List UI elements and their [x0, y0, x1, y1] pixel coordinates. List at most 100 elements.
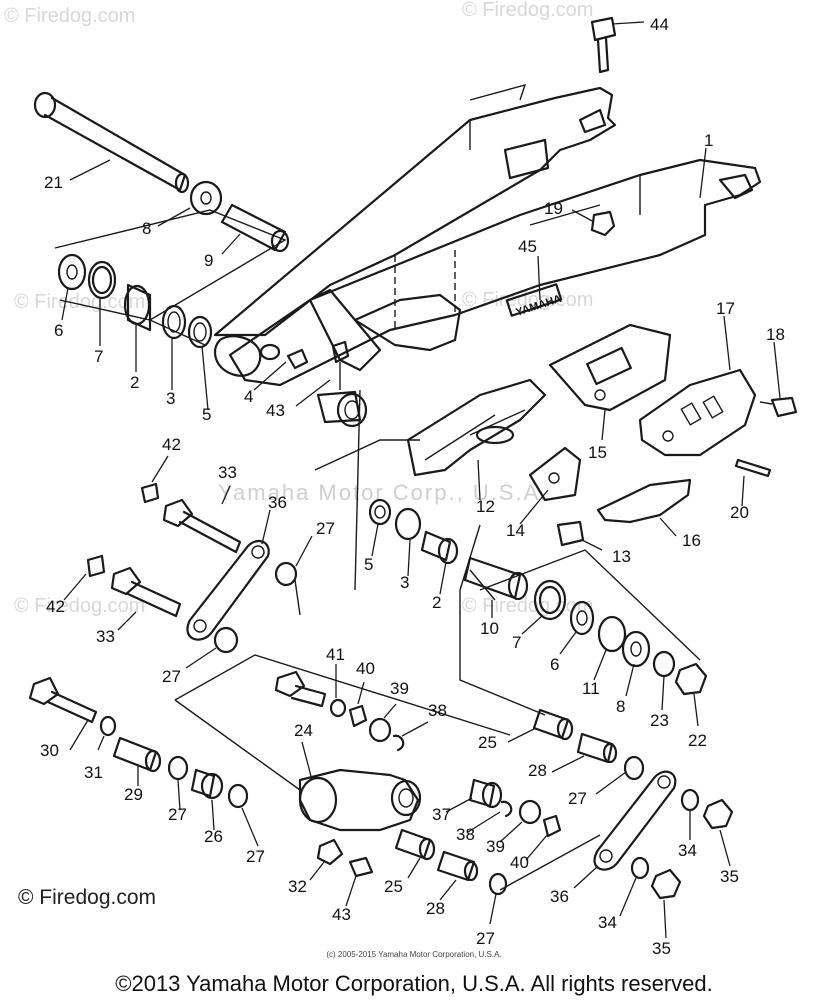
- callout-15: 15: [588, 443, 607, 462]
- callout-43: 43: [266, 401, 285, 420]
- collar-28-lower: [436, 850, 479, 882]
- callout-33-lower: 33: [96, 627, 115, 646]
- callout-2-lower: 2: [432, 593, 441, 612]
- fitting-42-upper: [140, 482, 160, 504]
- callout-27-right: 27: [568, 789, 587, 808]
- callout-2: 2: [130, 373, 139, 392]
- callout-10: 10: [480, 619, 499, 638]
- bolt-44: [590, 16, 617, 74]
- bolt-41-assembly: [274, 670, 327, 708]
- callout-29: 29: [124, 785, 143, 804]
- callout-40-lower: 40: [510, 853, 529, 872]
- callout-44: 44: [650, 15, 669, 34]
- bolt-13: [556, 520, 585, 547]
- callout-28-lower: 28: [426, 899, 445, 918]
- chain-slider-12: [406, 378, 547, 477]
- washer-8-top: [189, 180, 223, 216]
- watermark-low-left: © Firedog.com: [14, 595, 145, 617]
- callout-13: 13: [612, 547, 631, 566]
- callout-35: 35: [720, 867, 739, 886]
- collar-29: [112, 736, 162, 773]
- callout-42-lower: 42: [46, 597, 65, 616]
- callout-16: 16: [682, 531, 701, 550]
- nut-32: [316, 838, 344, 866]
- callout-9: 9: [204, 251, 213, 270]
- watermark-top-left: © Firedog.com: [4, 5, 135, 27]
- callout-8: 8: [142, 219, 151, 238]
- collar-27-right: [623, 755, 645, 781]
- fitting-42-lower: [86, 554, 106, 578]
- callout-3: 3: [166, 389, 175, 408]
- callout-12: 12: [476, 497, 495, 516]
- callout-34-lower: 34: [598, 913, 617, 932]
- callout-30: 30: [40, 741, 59, 760]
- swingarm-pivot-sleeve: [316, 390, 368, 428]
- footer-copyright: ©2013 Yamaha Motor Corporation, U.S.A. A…: [115, 971, 713, 996]
- guard-16: [596, 478, 692, 524]
- callout-31: 31: [84, 763, 103, 782]
- collar-27-left: [167, 755, 189, 781]
- collar-27-link: [213, 626, 239, 654]
- callout-25: 25: [478, 733, 497, 752]
- nut-35-upper: [702, 798, 734, 830]
- callout-18: 18: [766, 325, 785, 344]
- callout-19: 19: [544, 199, 563, 218]
- callout-20: 20: [730, 503, 749, 522]
- callout-6-lower: 6: [550, 655, 559, 674]
- callout-37: 37: [432, 805, 451, 824]
- collar-27-lower: [488, 872, 508, 896]
- seal-39-upper: [368, 717, 392, 743]
- bolt-20: [734, 458, 772, 478]
- callout-45: 45: [518, 237, 537, 256]
- callout-3-lower: 3: [400, 573, 409, 592]
- callout-14: 14: [506, 521, 525, 540]
- callout-27-mid: 27: [246, 847, 265, 866]
- nut-40-upper: [348, 704, 368, 728]
- collar-25-upper: [532, 708, 574, 741]
- callout-27-left: 27: [168, 805, 187, 824]
- callout-34: 34: [678, 841, 697, 860]
- nut-35-lower: [650, 868, 682, 900]
- callout-11: 11: [582, 679, 600, 698]
- ring-38-upper: [392, 734, 405, 752]
- callout-8-lower: 8: [616, 697, 625, 716]
- bearing-26: [190, 768, 224, 800]
- nut-40-lower: [542, 814, 562, 838]
- pivot-shaft-21: [33, 91, 190, 194]
- washer-34-lower: [630, 856, 650, 880]
- watermark-top-right: © Firedog.com: [462, 0, 593, 21]
- callout-43-lower: 43: [332, 905, 351, 924]
- callout-36-lower: 36: [550, 887, 569, 906]
- callout-38-lower: 38: [456, 825, 475, 844]
- assembly-guide-lines: [54, 209, 701, 891]
- callout-23: 23: [650, 711, 669, 730]
- callout-33: 33: [218, 463, 237, 482]
- callout-5: 5: [202, 405, 211, 424]
- callout-27-link: 27: [162, 667, 181, 686]
- swingarm: YAMAHA: [213, 83, 762, 387]
- callout-4: 4: [244, 387, 253, 406]
- callout-42: 42: [162, 435, 181, 454]
- callout-27-lower: 27: [476, 929, 495, 948]
- seal-39-lower: [518, 799, 542, 825]
- small-copyright: (c) 2005-2015 Yamaha Motor Corporation, …: [326, 950, 502, 959]
- ring-38-lower: [500, 800, 513, 818]
- chain-guide-bracket-17: [638, 368, 757, 457]
- callout-39: 39: [390, 679, 409, 698]
- grease-nipple-43: [331, 340, 350, 390]
- callout-26: 26: [204, 827, 223, 846]
- callout-24: 24: [294, 721, 313, 740]
- left-bearing-stack: [57, 253, 213, 349]
- bolt-33-upper: [162, 498, 242, 554]
- callout-40: 40: [356, 659, 375, 678]
- callout-numbers: 44 1 21 8 9 19 45 6 7 2 3 5 4 43 17 18 1…: [40, 15, 785, 958]
- bolt-33-lower: [110, 566, 182, 618]
- callout-7-lower: 7: [512, 633, 521, 652]
- link-plate-36-lower: [593, 770, 677, 871]
- callout-17: 17: [716, 299, 735, 318]
- nut-19: [590, 210, 616, 237]
- washer-31: [99, 715, 117, 737]
- callout-39-lower: 39: [486, 837, 505, 856]
- collar-27-mid: [227, 783, 249, 809]
